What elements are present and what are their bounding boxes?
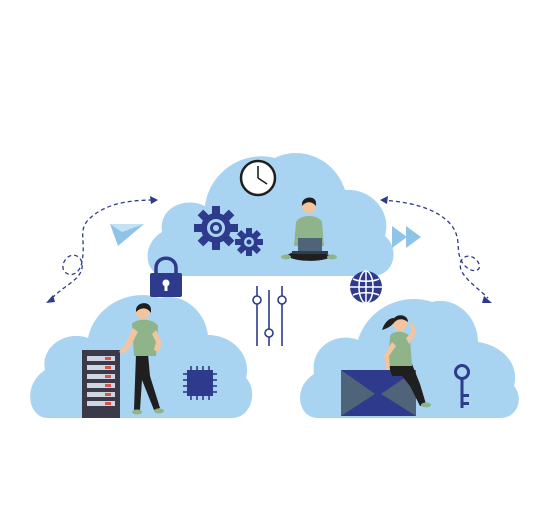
arrowhead-right-bottom bbox=[482, 296, 492, 303]
arrowhead-right-top bbox=[380, 196, 388, 204]
dashed-path-right bbox=[381, 199, 489, 299]
globe-icon bbox=[350, 270, 382, 304]
key-icon bbox=[454, 364, 470, 408]
gear-icon bbox=[194, 206, 238, 250]
sliders-icon bbox=[252, 286, 287, 346]
gear-small-icon bbox=[235, 228, 263, 256]
fast-forward-icon bbox=[392, 226, 421, 248]
person-with-laptop bbox=[281, 197, 337, 261]
padlock-icon bbox=[150, 256, 182, 297]
laptop-icon bbox=[292, 238, 328, 254]
top-cloud bbox=[147, 153, 394, 276]
envelope-icon bbox=[341, 370, 416, 416]
clock-icon bbox=[239, 159, 277, 197]
chip-icon bbox=[183, 366, 217, 400]
seated-woman bbox=[382, 315, 431, 408]
arrowhead-left-top bbox=[150, 196, 158, 204]
standing-man bbox=[119, 303, 164, 415]
arrowhead-left-bottom bbox=[46, 295, 55, 303]
server-rack-icon bbox=[82, 350, 120, 418]
dashed-path-left bbox=[51, 199, 156, 299]
paper-plane-icon bbox=[110, 224, 144, 246]
